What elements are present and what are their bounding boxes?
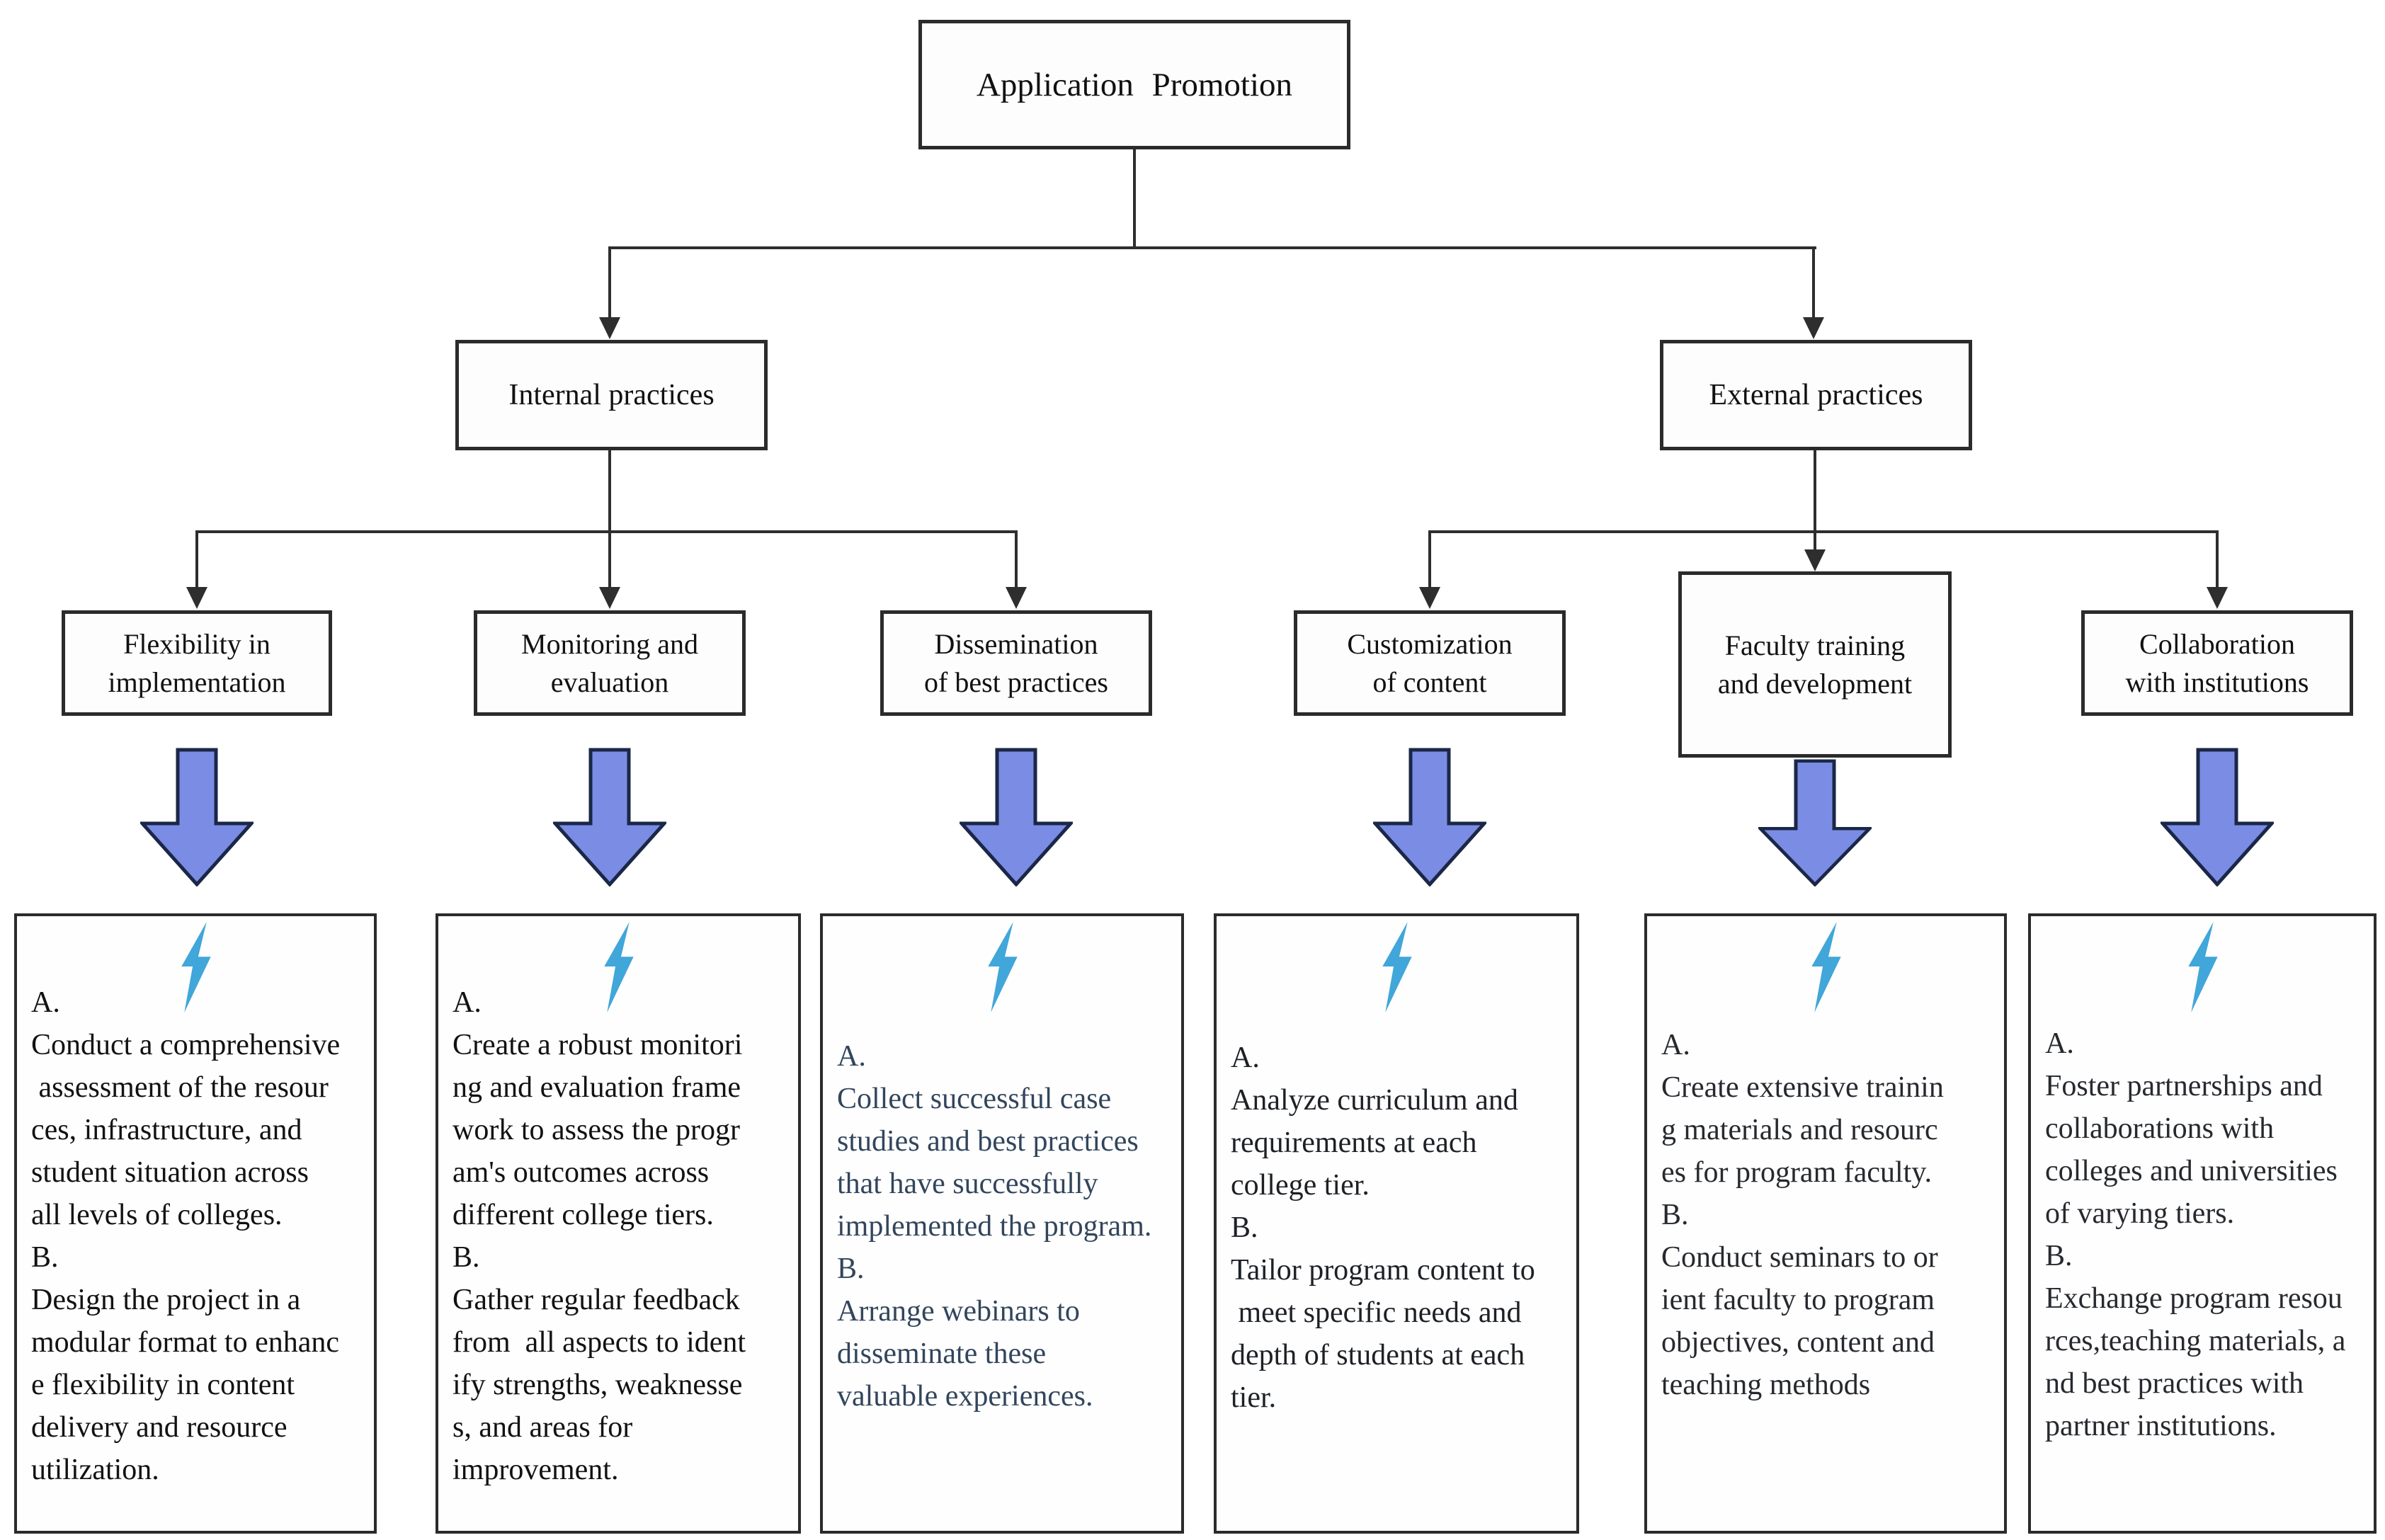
category-box-collaboration: Collaboration with institutions bbox=[2081, 610, 2353, 716]
root-label: Application Promotion bbox=[976, 66, 1293, 103]
detail-text: A. Collect successful case studies and b… bbox=[837, 1040, 1152, 1413]
down-block-arrow-icon bbox=[2161, 748, 2274, 886]
branch-label-internal: Internal practices bbox=[508, 379, 715, 411]
down-block-arrow-icon bbox=[140, 748, 254, 886]
category-box-flexibility: Flexibility in implementation bbox=[62, 610, 332, 716]
lightning-icon bbox=[988, 922, 1018, 1013]
branch-box-external: External practices bbox=[1660, 340, 1972, 450]
down-block-arrow-icon bbox=[960, 748, 1073, 886]
arrowhead-icon bbox=[2207, 587, 2228, 609]
connector-line bbox=[608, 246, 611, 317]
detail-box-customization: A. Analyze curriculum and requirements a… bbox=[1214, 913, 1579, 1534]
category-label: Dissemination of best practices bbox=[924, 627, 1108, 698]
branch-label-external: External practices bbox=[1709, 379, 1923, 411]
detail-box-faculty-training: A. Create extensive trainin g materials … bbox=[1644, 913, 2007, 1534]
detail-text: A. Create a robust monitori ng and evalu… bbox=[452, 986, 746, 1486]
arrowhead-icon bbox=[1006, 587, 1027, 609]
detail-box-flexibility: A. Conduct a comprehensive assessment of… bbox=[14, 913, 377, 1534]
detail-box-collaboration: A. Foster partnerships and collaboration… bbox=[2028, 913, 2377, 1534]
connector-line bbox=[1015, 530, 1018, 587]
arrowhead-icon bbox=[186, 587, 207, 609]
lightning-icon bbox=[181, 922, 211, 1013]
category-box-monitoring: Monitoring and evaluation bbox=[474, 610, 746, 716]
arrowhead-icon bbox=[599, 587, 620, 609]
detail-box-monitoring: A. Create a robust monitori ng and evalu… bbox=[436, 913, 801, 1534]
down-block-arrow-icon bbox=[553, 748, 666, 886]
category-label: Monitoring and evaluation bbox=[521, 627, 698, 698]
connector-line bbox=[1133, 149, 1136, 246]
connector-line bbox=[608, 450, 611, 530]
arrowhead-icon bbox=[1803, 317, 1824, 339]
category-box-customization: Customization of content bbox=[1294, 610, 1566, 716]
category-box-faculty-training: Faculty training and development bbox=[1678, 571, 1952, 758]
connector-line bbox=[608, 530, 611, 587]
category-box-dissemination: Dissemination of best practices bbox=[880, 610, 1152, 716]
branch-box-internal: Internal practices bbox=[455, 340, 768, 450]
detail-box-dissemination: A. Collect successful case studies and b… bbox=[820, 913, 1184, 1534]
category-label: Customization of content bbox=[1347, 627, 1513, 698]
lightning-icon bbox=[1811, 922, 1841, 1013]
category-label: Flexibility in implementation bbox=[108, 627, 286, 698]
connector-line bbox=[195, 530, 198, 587]
connector-line bbox=[2216, 530, 2219, 587]
detail-text: A. Create extensive trainin g materials … bbox=[1661, 1029, 1944, 1401]
connector-line bbox=[195, 530, 1018, 533]
connector-line bbox=[610, 246, 1816, 249]
root-box: Application Promotion bbox=[918, 20, 1350, 149]
connector-line bbox=[1812, 246, 1815, 317]
arrowhead-icon bbox=[599, 317, 620, 339]
detail-text: A. Foster partnerships and collaboration… bbox=[2045, 1027, 2346, 1442]
detail-text: A. Conduct a comprehensive assessment of… bbox=[31, 986, 341, 1486]
lightning-icon bbox=[2188, 922, 2218, 1013]
down-block-arrow-icon bbox=[1758, 759, 1872, 886]
connector-line bbox=[1428, 530, 1431, 587]
category-label: Collaboration with institutions bbox=[2125, 627, 2309, 698]
category-label: Faculty training and development bbox=[1717, 629, 1913, 700]
connector-line bbox=[1814, 530, 1816, 550]
arrowhead-icon bbox=[1804, 549, 1826, 571]
lightning-icon bbox=[604, 922, 634, 1013]
lightning-icon bbox=[1382, 922, 1412, 1013]
connector-line bbox=[1814, 450, 1816, 530]
down-block-arrow-icon bbox=[1373, 748, 1486, 886]
detail-text: A. Analyze curriculum and requirements a… bbox=[1231, 1042, 1535, 1414]
connector-line bbox=[1428, 530, 2219, 533]
arrowhead-icon bbox=[1419, 587, 1440, 609]
